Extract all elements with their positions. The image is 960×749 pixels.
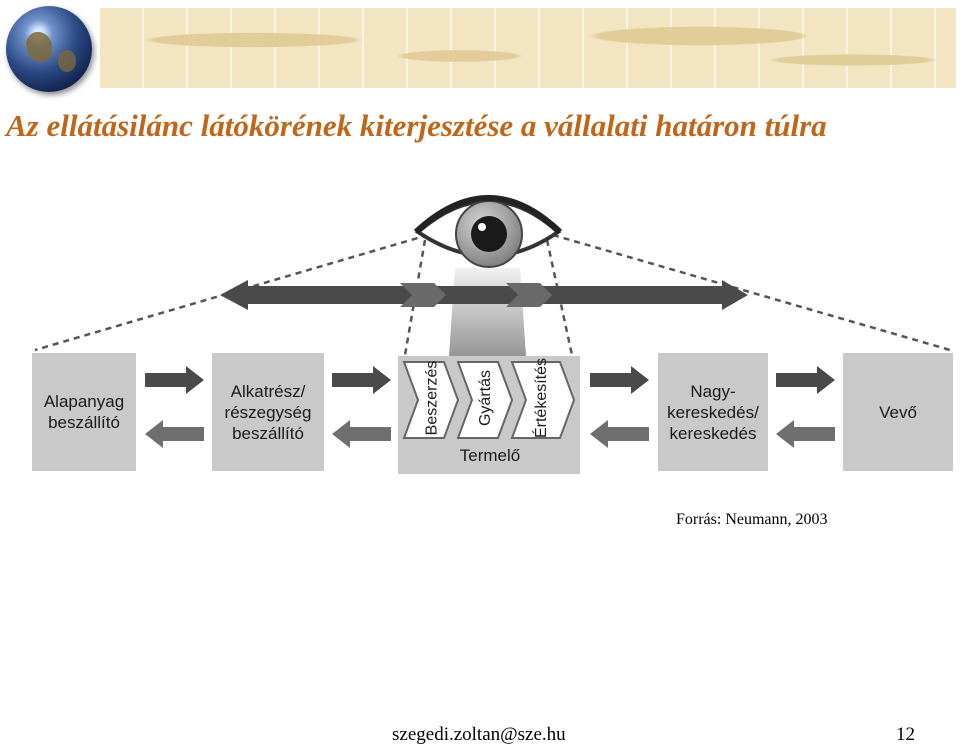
eye-icon: [413, 195, 563, 268]
nagykereskedes-label: Nagy- kereskedés/ kereskedés: [667, 381, 759, 443]
alkatresz-label: Alkatrész/ részegység beszállító: [224, 381, 312, 443]
visibility-arrow: [220, 280, 748, 310]
step-beszerzes: Beszerzés: [423, 360, 441, 436]
page-number: 12: [896, 724, 915, 745]
globe-icon: [6, 6, 92, 92]
step-gyartas: Gyártás: [477, 369, 495, 427]
vevo-box: Vevő: [843, 353, 953, 471]
nagykereskedes-box: Nagy- kereskedés/ kereskedés: [658, 353, 768, 471]
alkatresz-box: Alkatrész/ részegység beszállító: [212, 353, 324, 471]
world-map-banner: [100, 8, 956, 88]
flow-arrows: [145, 366, 835, 448]
producer-box: [398, 356, 580, 474]
source-caption: Forrás: Neumann, 2003: [676, 511, 828, 528]
footer-email: szegedi.zoltan@sze.hu: [392, 724, 566, 745]
producer-label: Termelő: [459, 446, 521, 465]
alapanyag-box: Alapanyag beszállító: [32, 353, 136, 471]
alapanyag-label: Alapanyag beszállító: [43, 392, 125, 432]
vevo-label: Vevő: [879, 402, 917, 422]
step-ertekesites: Értékesítés: [533, 357, 550, 439]
eye-beam: [449, 268, 526, 356]
slide-title: Az ellátásilánc látókörének kiterjesztés…: [6, 108, 827, 143]
